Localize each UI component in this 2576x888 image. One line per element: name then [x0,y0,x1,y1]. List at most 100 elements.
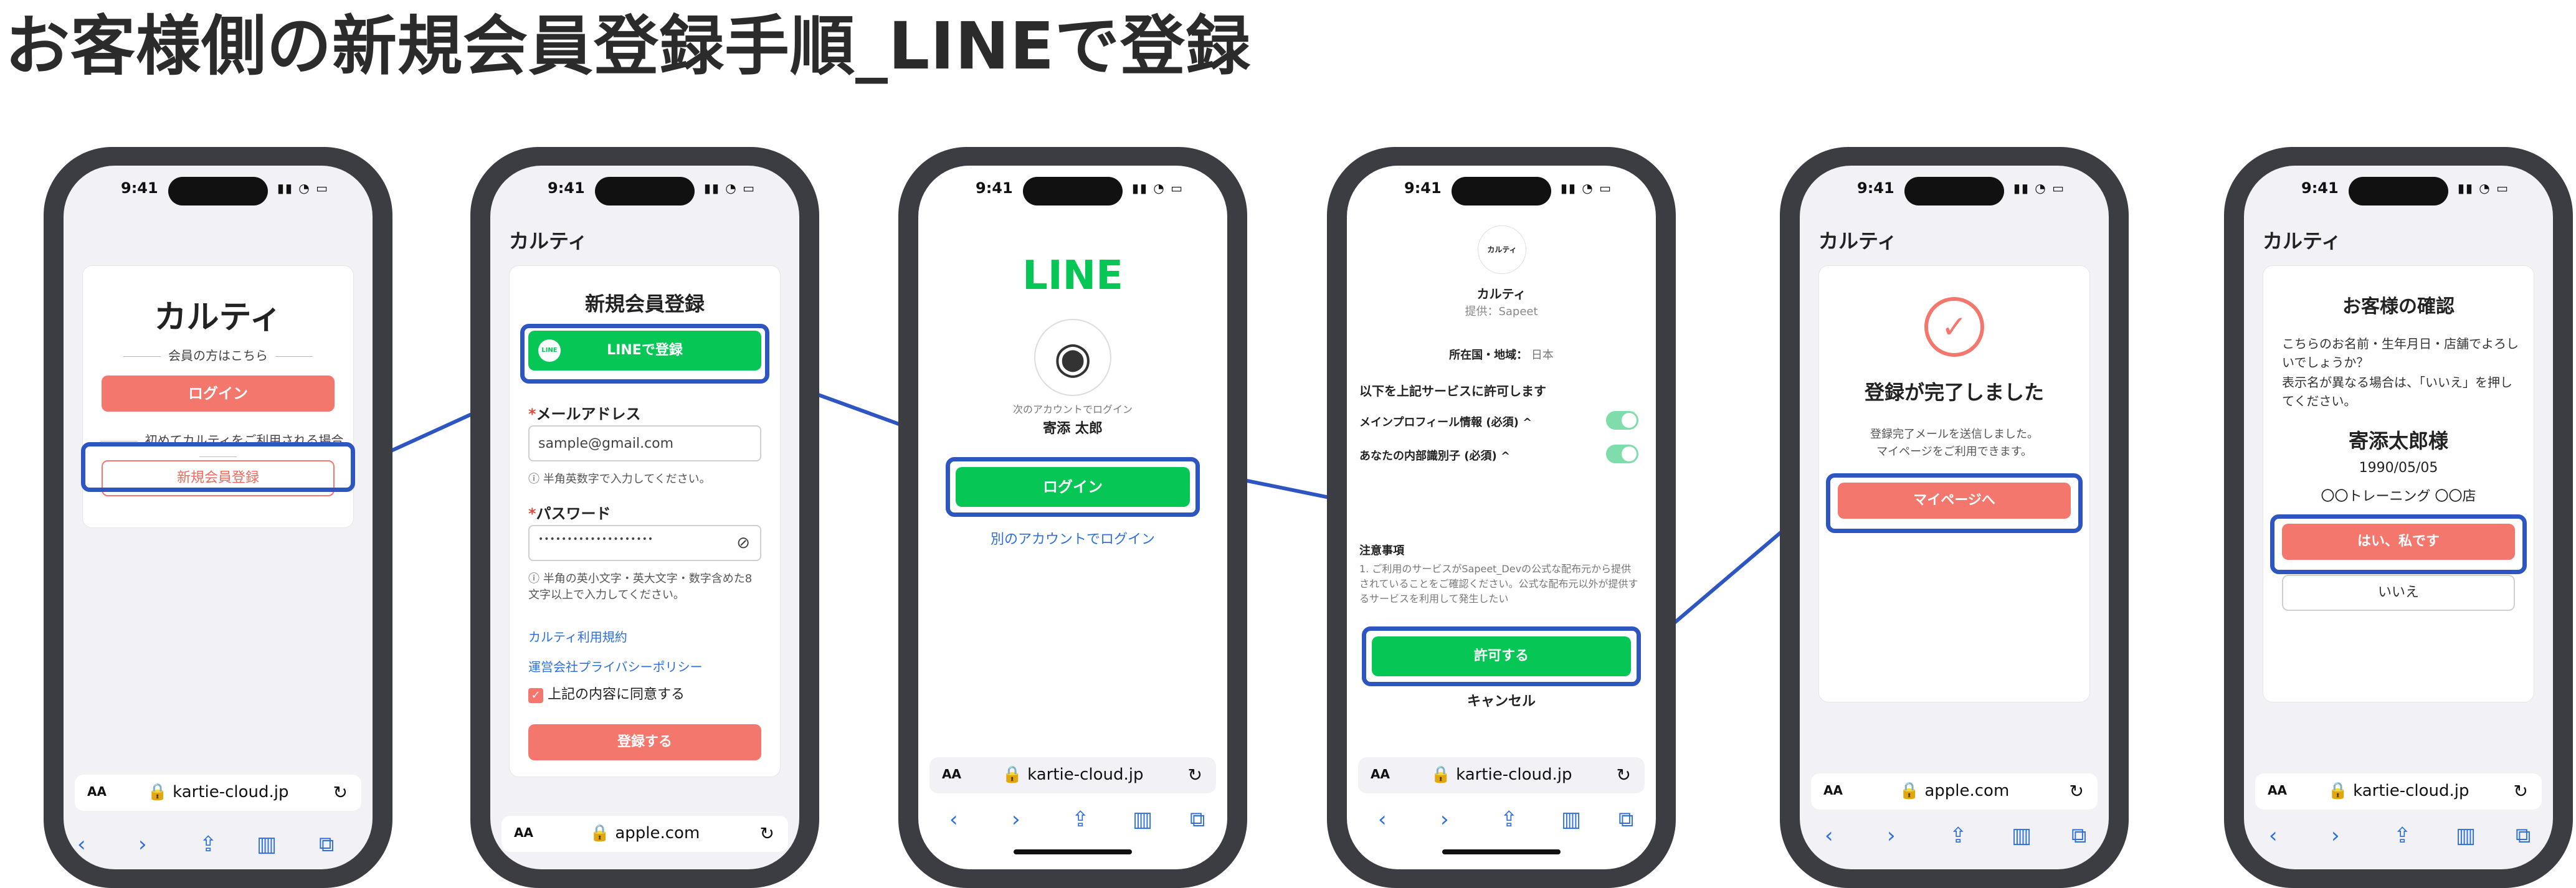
forward-icon[interactable]: › [138,832,147,857]
back-icon[interactable]: ‹ [77,832,86,857]
reload-icon[interactable]: ↻ [1616,765,1631,785]
line-logo: LINE [1022,253,1123,299]
share-icon[interactable]: ⇪ [2393,823,2412,848]
password-field[interactable]: •••••••••••••••••••• ⊘ [528,525,761,561]
check-circle-icon: ✓ [1924,297,1984,357]
url-text: 🔒 apple.com [1899,782,2010,800]
perm-profile-toggle[interactable] [1606,411,1638,430]
highlight-allow [1362,626,1641,686]
address-bar[interactable]: AA 🔒 apple.com ↻ [501,816,788,852]
phone-4: 9:41 ▮▮ ◔ ▭ カルティ カルティ 提供：Sapeet 所在国・地域： … [1327,147,1676,888]
address-bar[interactable]: AA 🔒 apple.com ↻ [1811,773,2098,810]
login-with-note: 次のアカウントでログイン [1012,404,1133,415]
perm-id-toggle[interactable] [1606,445,1638,463]
browser-toolbar: ‹ › ⇪ ▥ ⧉ [2244,823,2553,854]
app-header-title: カルティ [2263,229,2342,253]
back-icon[interactable]: ‹ [2269,823,2278,848]
text-size-button[interactable]: AA [1371,767,1390,782]
app-logo-title: カルティ [154,299,282,336]
forward-icon[interactable]: › [1012,807,1020,832]
share-icon[interactable]: ⇪ [1072,807,1090,832]
dynamic-island [595,177,695,205]
tabs-icon[interactable]: ⧉ [2071,823,2087,848]
confirm-note: 表示名が異なる場合は、「いいえ」を押してください。 [2282,375,2512,409]
text-size-button[interactable]: AA [1823,783,1843,798]
no-button[interactable]: いいえ [2282,575,2515,611]
allow-button[interactable]: 許可する [1372,636,1631,676]
address-bar[interactable]: AA 🔒 kartie-cloud.jp ↻ [929,757,1216,793]
back-icon[interactable]: ‹ [1378,807,1387,832]
info-icon: ⓘ [528,473,539,486]
browser-toolbar: ‹ › ⇪ ▥ ⧉ [918,807,1227,838]
perm-id[interactable]: あなたの内部識別子 (必須) ^ [1359,450,1511,463]
highlight-line-login [946,457,1200,517]
share-icon[interactable]: ⇪ [1500,807,1518,832]
email-label: *メールアドレス [528,405,641,423]
back-icon[interactable]: ‹ [949,807,958,832]
tabs-icon[interactable]: ⧉ [1190,807,1205,832]
confirm-card: お客様の確認 こちらのお名前・生年月日・店舗でよろしいでしょうか？ 表示名が異な… [2263,265,2534,702]
home-indicator [1014,849,1132,854]
bookmarks-icon[interactable]: ▥ [2456,823,2476,848]
line-login-button[interactable]: ログイン [956,467,1190,507]
highlight-register [81,442,355,492]
phone-1: 9:41 ▮▮ ◔ ▭ カルティ 会員の方はこちら ログイン 初めてカルティをご… [44,147,392,888]
other-account-link[interactable]: 別のアカウントでログイン [990,532,1155,547]
app-header-title: カルティ [1818,229,1898,253]
text-size-button[interactable]: AA [2268,783,2287,798]
forward-icon[interactable]: › [1440,807,1449,832]
dynamic-island [2349,177,2448,205]
line-register-button[interactable]: LINE LINEで登録 [528,331,761,371]
perm-profile[interactable]: メインプロフィール情報 (必須) ^ [1359,416,1533,429]
reload-icon[interactable]: ↻ [333,782,348,803]
status-time: 9:41 [121,179,158,197]
address-bar[interactable]: AA 🔒 kartie-cloud.jp ↻ [2255,773,2542,810]
reload-icon[interactable]: ↻ [2069,781,2084,801]
yes-button[interactable]: はい、私です [2282,524,2515,560]
bookmarks-icon[interactable]: ▥ [1561,807,1582,832]
text-size-button[interactable]: AA [87,784,107,799]
privacy-link[interactable]: 運営会社プライバシーポリシー [528,659,703,674]
dynamic-island [168,177,268,205]
bookmarks-icon[interactable]: ▥ [257,832,277,857]
reload-icon[interactable]: ↻ [759,823,774,844]
agree-label: 上記の内容に同意する [548,687,685,702]
mypage-button[interactable]: マイページへ [1838,483,2071,519]
address-bar[interactable]: AA 🔒 kartie-cloud.jp ↻ [75,775,361,811]
bookmarks-icon[interactable]: ▥ [1133,807,1153,832]
forward-icon[interactable]: › [2331,823,2340,848]
allow-heading: 以下を上記サービスに許可します [1359,384,1546,399]
checkbox-icon[interactable]: ✓ [528,688,543,703]
text-size-button[interactable]: AA [514,825,533,840]
tabs-icon[interactable]: ⧉ [1618,807,1634,832]
address-bar[interactable]: AA 🔒 kartie-cloud.jp ↻ [1358,757,1645,793]
share-icon[interactable]: ⇪ [1949,823,1967,848]
signal-wifi-battery-icon: ▮▮ ◔ ▭ [1131,181,1184,196]
complete-message-2: マイページをご利用できます。 [1876,445,2032,458]
dynamic-island [1452,177,1551,205]
reload-icon[interactable]: ↻ [1187,765,1202,785]
bookmarks-icon[interactable]: ▥ [2012,823,2032,848]
dynamic-island [1023,177,1123,205]
share-icon[interactable]: ⇪ [199,832,217,857]
eye-slash-icon[interactable]: ⊘ [736,534,750,552]
url-text: 🔒 kartie-cloud.jp [2327,782,2469,800]
line-badge-icon: LINE [538,339,561,362]
screen-1: 9:41 ▮▮ ◔ ▭ カルティ 会員の方はこちら ログイン 初めてカルティをご… [64,166,373,869]
reload-icon[interactable]: ↻ [2513,781,2528,801]
url-text: 🔒 kartie-cloud.jp [147,783,289,801]
email-field[interactable]: sample@gmail.com [528,425,761,461]
tabs-icon[interactable]: ⧉ [319,832,335,857]
login-button[interactable]: ログイン [102,376,335,412]
info-icon: ⓘ [528,572,539,585]
cancel-button[interactable]: キャンセル [1466,694,1536,709]
text-size-button[interactable]: AA [942,767,961,782]
back-icon[interactable]: ‹ [1825,823,1833,848]
tabs-icon[interactable]: ⧉ [2516,823,2531,848]
complete-message-1: 登録完了メールを送信しました。 [1870,428,2038,441]
forward-icon[interactable]: › [1887,823,1896,848]
browser-toolbar: ‹ › ⇪ ▥ ⧉ [64,832,373,863]
agree-checkbox-row[interactable]: ✓ 上記の内容に同意する [528,683,685,703]
submit-button[interactable]: 登録する [528,724,761,760]
terms-link[interactable]: カルティ利用規約 [528,630,627,645]
